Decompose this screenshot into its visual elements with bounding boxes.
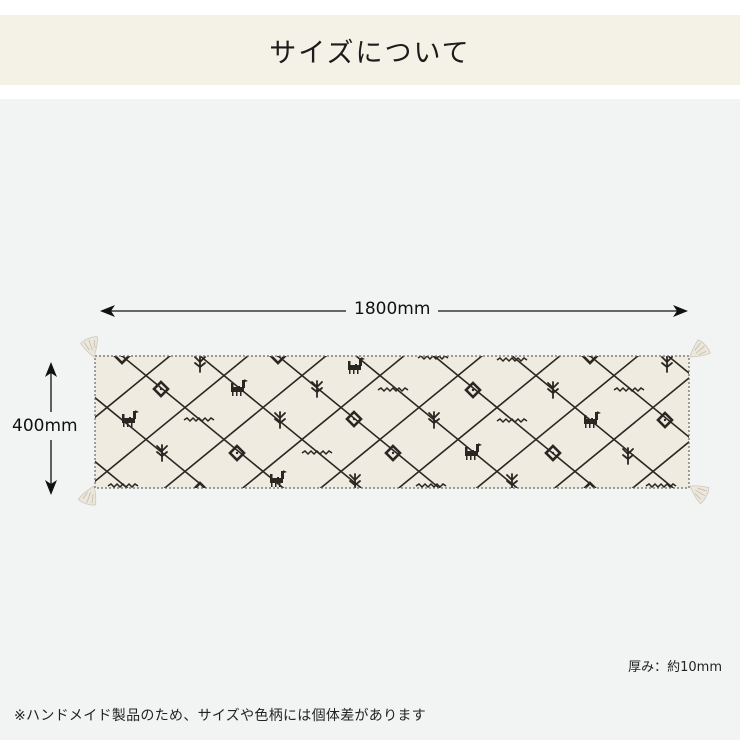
page-title: サイズについて bbox=[269, 37, 471, 69]
rug-border bbox=[94, 355, 690, 489]
rug-image bbox=[94, 355, 690, 489]
height-label: 400mm bbox=[12, 412, 78, 440]
size-diagram bbox=[45, 305, 712, 508]
handmade-note: ※ハンドメイド製品のため、サイズや色柄には個体差があります bbox=[14, 708, 427, 724]
width-label: 1800mm bbox=[346, 299, 439, 319]
diamond-lattice bbox=[95, 356, 689, 488]
header-band: サイズについて bbox=[0, 15, 740, 85]
size-panel: 1800mm 400mm 厚み：約10mm ※ハンドメイド製品のため、サイズや色… bbox=[0, 99, 740, 740]
thickness-label: 厚み：約10mm bbox=[628, 660, 722, 675]
